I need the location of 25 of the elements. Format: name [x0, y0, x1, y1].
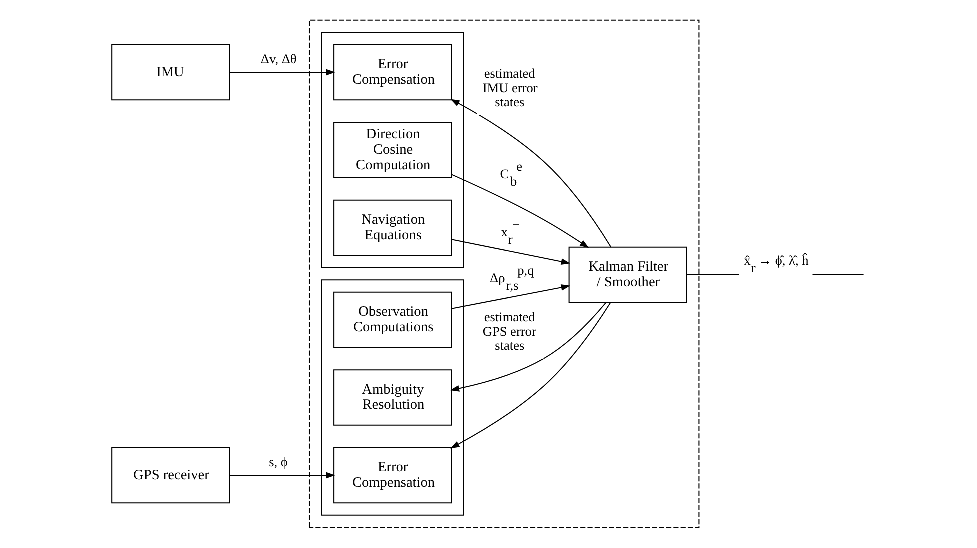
arrow: [230, 472, 336, 479]
arrow: [452, 284, 571, 310]
arrow: [450, 99, 612, 248]
cluster: [321, 280, 464, 516]
cluster: [321, 32, 464, 268]
node-box: Error Compensation: [334, 447, 452, 504]
arrow: [450, 302, 611, 449]
edge-label: estimated GPS error states: [482, 309, 536, 354]
node-box: IMU: [112, 44, 230, 101]
edge-label: Δv, Δθ: [260, 52, 297, 67]
node-box: Direction Cosine Computation: [334, 122, 452, 178]
node-box: GPS receiver: [112, 447, 230, 504]
arrow: [452, 174, 590, 248]
node-box: Kalman Filter / Smoother: [568, 246, 688, 304]
node-box: Error Compensation: [334, 44, 452, 101]
node-box: Navigation Equations: [334, 200, 452, 256]
edge-label: estimated IMU error states: [482, 66, 538, 110]
arrow: [452, 239, 571, 265]
connector: [687, 274, 864, 276]
node-box: Observation Computations: [334, 292, 452, 348]
node-box: Ambiguity Resolution: [334, 370, 452, 426]
arrow: [230, 69, 336, 76]
arrow: [450, 302, 607, 392]
cluster: [308, 20, 700, 528]
edge-label: s, ϕ: [269, 454, 288, 470]
